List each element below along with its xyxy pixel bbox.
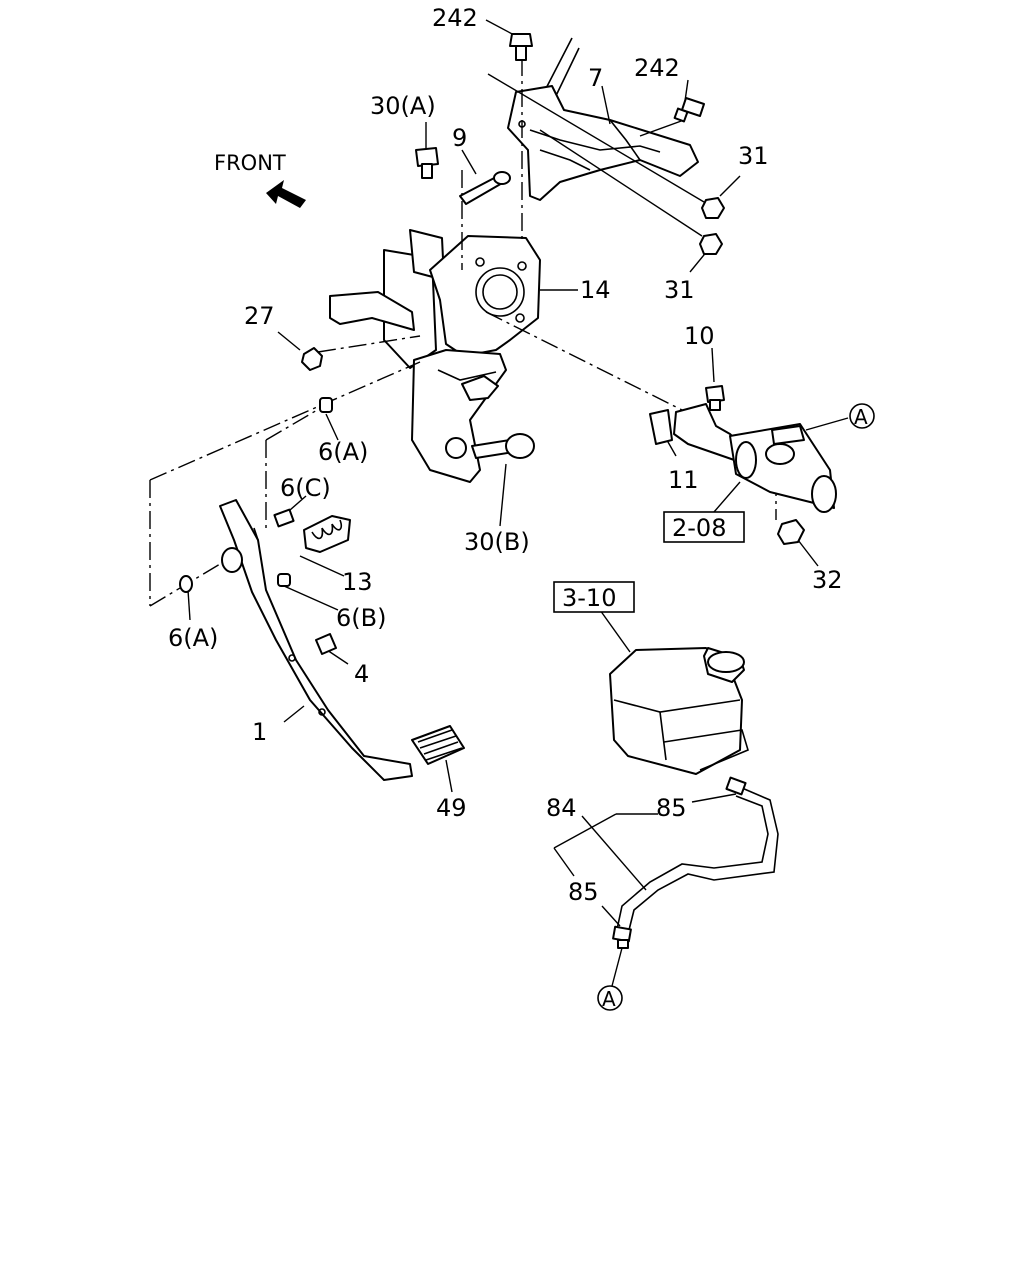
- part-label-6b: 6(B): [336, 604, 386, 632]
- front-arrow-icon: [266, 180, 306, 208]
- part-label-6a-upper: 6(A): [318, 438, 368, 466]
- part-label-7: 7: [588, 64, 603, 92]
- pedal-bracket-14: [329, 229, 541, 483]
- fasteners: [179, 33, 805, 655]
- part-labels: 242 242 7 30(A) 9 31 31 14 27 10 6(A) 6(…: [168, 4, 843, 906]
- part-label-27: 27: [244, 302, 275, 330]
- leader-lines: [149, 19, 849, 987]
- part-label-4: 4: [354, 660, 369, 688]
- connector-marker-text: A: [854, 405, 868, 429]
- connector-marker-a-upper: A: [849, 403, 875, 429]
- connector-marker-a-lower: A: [597, 985, 623, 1011]
- part-label-84: 84: [546, 794, 577, 822]
- part-label-10: 10: [684, 322, 715, 350]
- part-label-11: 11: [668, 466, 699, 494]
- front-label: FRONT: [214, 151, 286, 175]
- part-label-6a-lower: 6(A): [168, 624, 218, 652]
- part-label-30b: 30(B): [464, 528, 530, 556]
- part-label-31-upper: 31: [738, 142, 769, 170]
- part-label-6c: 6(C): [280, 474, 331, 502]
- ref-box-reservoir: 3-10: [553, 581, 635, 613]
- return-spring-13: [303, 515, 351, 553]
- hose-84: [612, 776, 779, 949]
- connector-marker-text: A: [602, 987, 616, 1011]
- clutch-pedal-1: [219, 499, 413, 781]
- part-label-49: 49: [436, 794, 467, 822]
- clutch-master-cylinder: [649, 403, 837, 513]
- part-label-1: 1: [252, 718, 267, 746]
- part-label-14: 14: [580, 276, 611, 304]
- ref-box-text: 3-10: [562, 584, 616, 612]
- ref-box-text: 2-08: [672, 514, 726, 542]
- part-label-85-lower: 85: [568, 878, 599, 906]
- reservoir-tank: [609, 647, 749, 775]
- pedal-pad-49: [411, 725, 465, 765]
- part-label-242-top: 242: [432, 4, 478, 32]
- part-label-13: 13: [342, 568, 373, 596]
- part-label-85-upper: 85: [656, 794, 687, 822]
- part-label-32: 32: [812, 566, 843, 594]
- part-label-9: 9: [452, 124, 467, 152]
- part-label-30a: 30(A): [370, 92, 436, 120]
- front-indicator: FRONT: [214, 151, 306, 208]
- part-label-242-right: 242: [634, 54, 680, 82]
- ref-box-master-cylinder: 2-08: [663, 511, 745, 543]
- part-label-31-lower: 31: [664, 276, 695, 304]
